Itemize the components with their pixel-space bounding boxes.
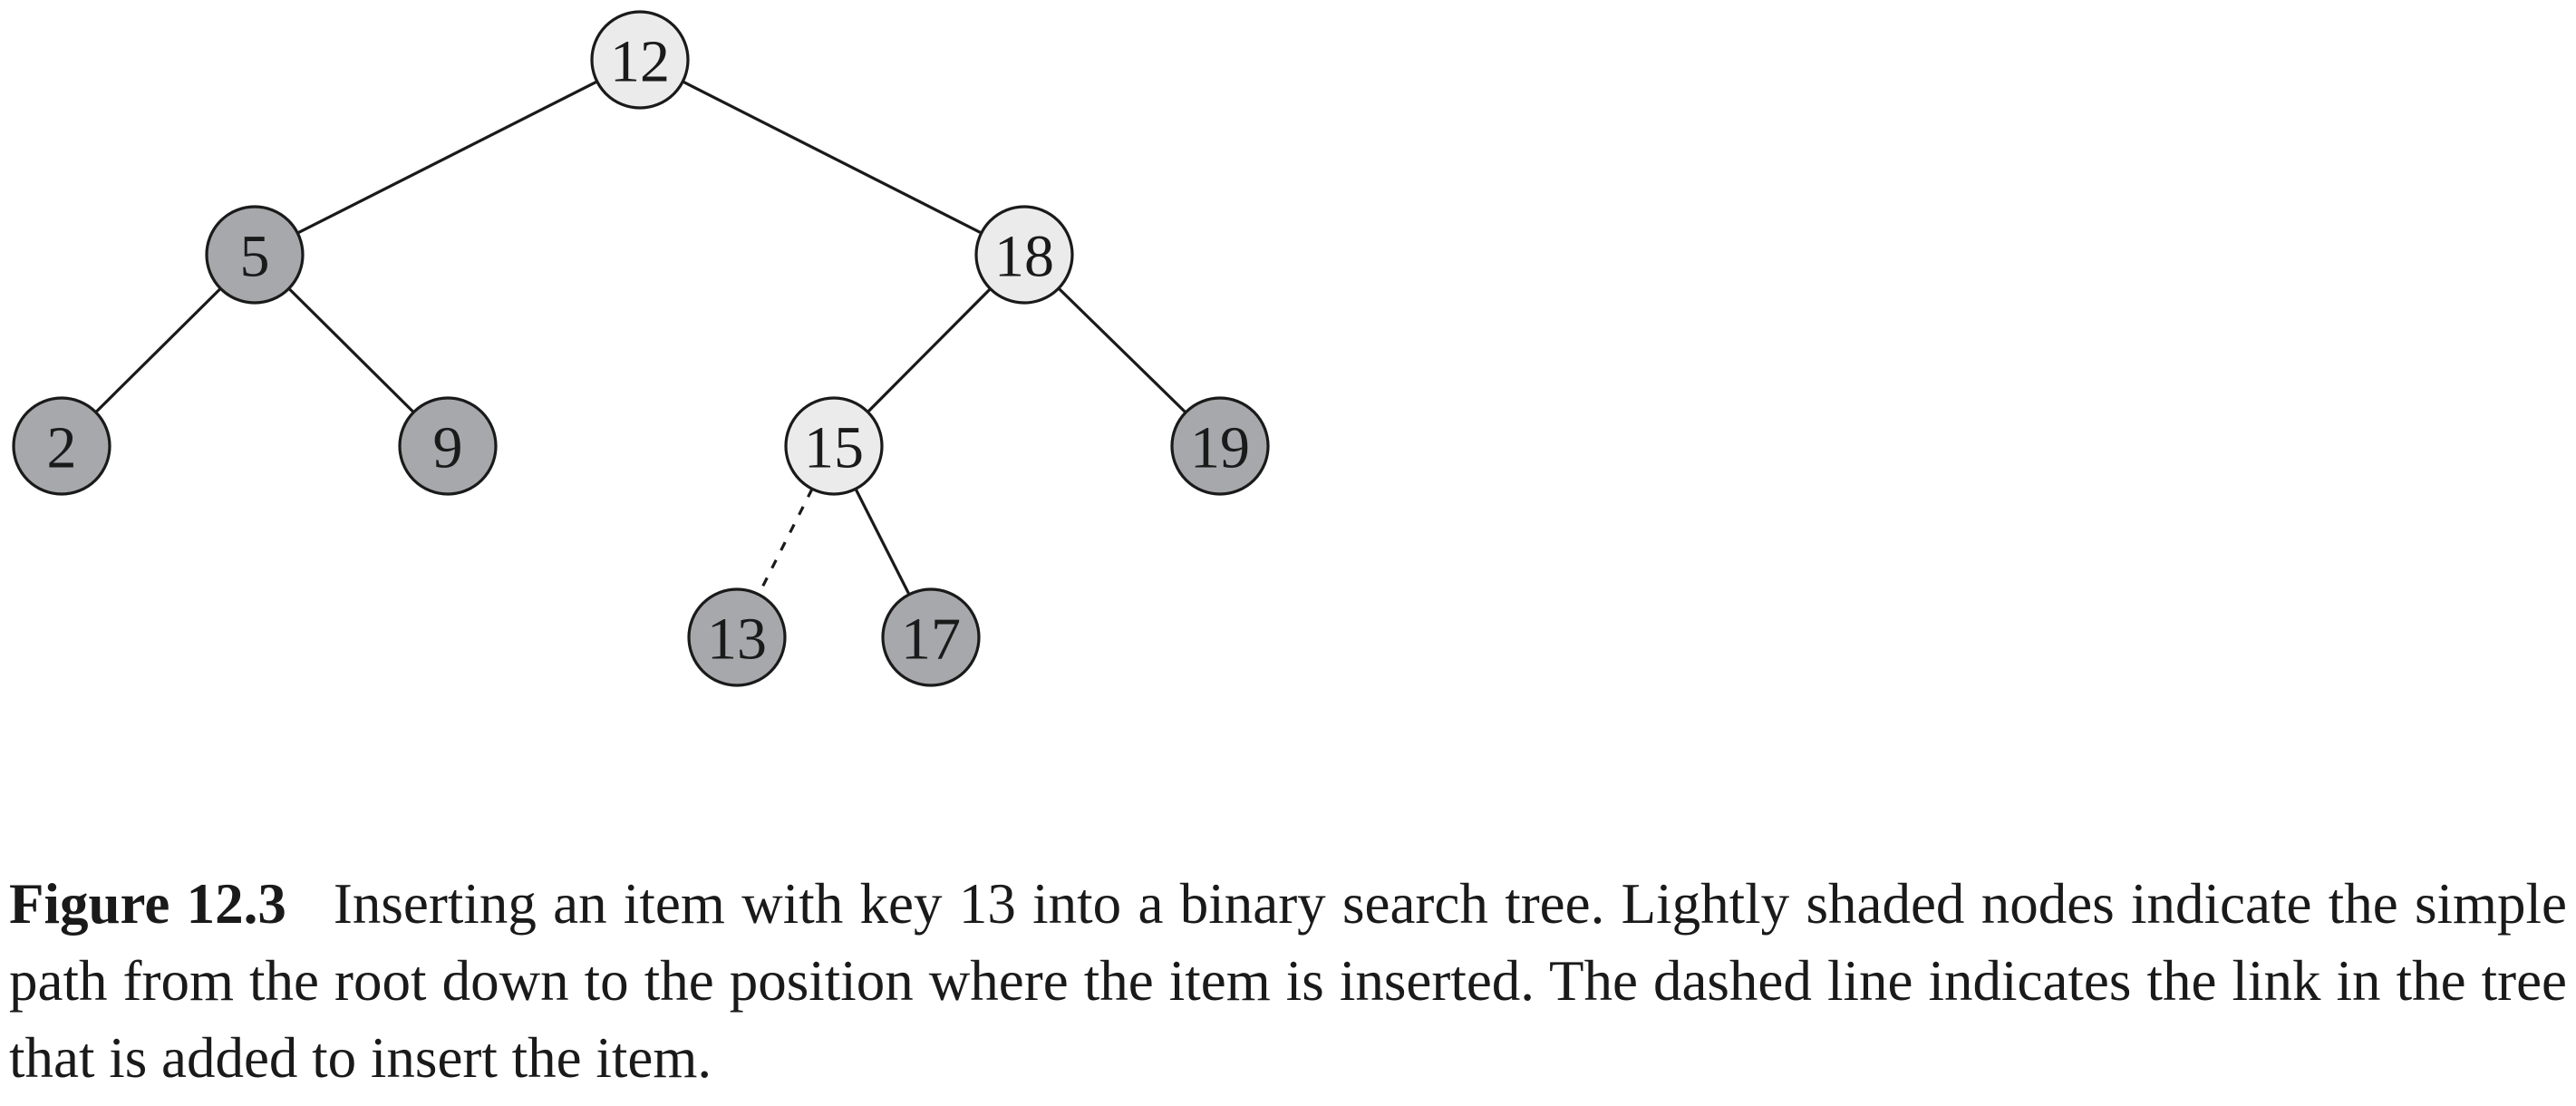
node-circle <box>881 587 981 687</box>
tree-node-18: 18 <box>974 205 1074 305</box>
tree-node-17: 17 <box>881 587 981 687</box>
node-key-label: 13 <box>707 606 767 673</box>
node-key-label: 15 <box>804 415 864 481</box>
edge-5-9 <box>287 287 415 413</box>
node-key-label: 2 <box>47 415 77 481</box>
tree-node-15: 15 <box>784 396 884 496</box>
node-circle <box>784 396 884 496</box>
node-circle <box>12 396 111 496</box>
tree-node-13: 13 <box>687 587 787 687</box>
tree-node-12: 12 <box>590 10 690 110</box>
node-circle <box>1170 396 1270 496</box>
node-key-label: 17 <box>901 606 961 673</box>
node-key-label: 18 <box>994 224 1054 290</box>
caption-text: Inserting an item with key 13 into a bin… <box>9 872 2568 1090</box>
tree-edges <box>94 80 1187 596</box>
node-circle <box>687 587 787 687</box>
node-key-label: 19 <box>1190 415 1250 481</box>
tree-nodes: 12 5 18 2 9 15 19 13 17 <box>12 10 1270 687</box>
edge-12-18 <box>682 80 983 235</box>
node-circle <box>974 205 1074 305</box>
tree-node-19: 19 <box>1170 396 1270 496</box>
edge-15-17 <box>854 488 911 596</box>
edge-12-5 <box>296 80 598 235</box>
node-key-label: 9 <box>433 415 463 481</box>
figure-label: Figure 12.3 <box>9 872 286 936</box>
edge-18-15 <box>867 287 992 413</box>
tree-node-2: 2 <box>12 396 111 496</box>
node-circle <box>590 10 690 110</box>
edge-15-13-dashed <box>757 488 814 596</box>
node-key-label: 12 <box>610 29 670 95</box>
node-circle <box>398 396 498 496</box>
edge-5-2 <box>94 287 222 413</box>
edge-18-19 <box>1057 286 1187 414</box>
node-key-label: 5 <box>240 224 270 290</box>
binary-search-tree-diagram: 12 5 18 2 9 15 19 13 17 <box>12 10 1270 687</box>
node-circle <box>205 205 305 305</box>
tree-node-5: 5 <box>205 205 305 305</box>
tree-node-9: 9 <box>398 396 498 496</box>
